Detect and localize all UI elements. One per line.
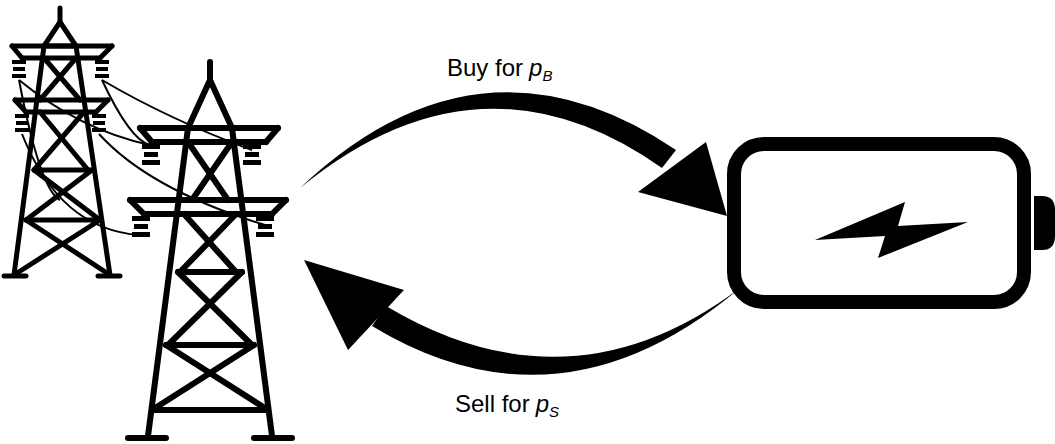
front-tower: [128, 62, 292, 438]
arrow-label: Sell for: [455, 390, 530, 417]
back-insulators: [12, 60, 109, 132]
back-tower: [4, 8, 120, 276]
front-insulators: [132, 144, 274, 237]
price-symbol: p: [529, 54, 542, 81]
price-symbol: p: [536, 390, 549, 417]
price-subscript: S: [549, 403, 559, 420]
arrow-label: Buy for: [447, 54, 523, 81]
label-group: Buy forpB: [447, 56, 552, 80]
label-group: Sell forpS: [455, 392, 559, 416]
sell-arrow: [304, 260, 740, 375]
buy-arrow: [300, 92, 727, 216]
battery: [734, 144, 1055, 302]
price-subscript: B: [542, 67, 552, 84]
